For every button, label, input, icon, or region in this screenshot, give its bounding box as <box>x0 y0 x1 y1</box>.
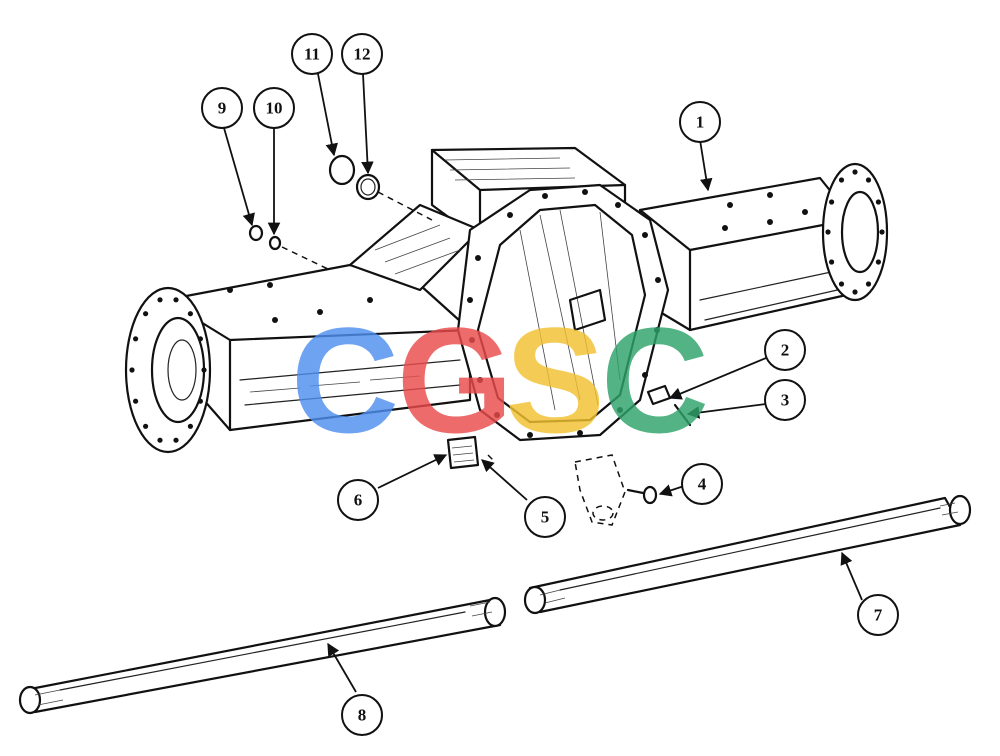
callout-11: 11 <box>291 33 333 75</box>
assembly-line-5 <box>487 454 496 463</box>
part-plug-9 <box>248 224 264 242</box>
svg-text:2: 2 <box>781 341 790 360</box>
watermark-letter: C <box>291 296 399 464</box>
flange-bolts <box>129 169 885 443</box>
part-plate-6 <box>446 435 480 470</box>
flange-bolt-hole <box>838 177 845 183</box>
flange-bolt-hole <box>143 311 149 317</box>
callout-9: 9 <box>201 87 243 129</box>
flange-bolt-hole <box>865 177 872 183</box>
svg-text:10: 10 <box>266 99 283 118</box>
flange-bolt-hole <box>129 367 135 373</box>
flange-bolt-hole <box>879 229 885 235</box>
callout-10: 10 <box>253 87 295 129</box>
flange-bolt-hole <box>829 259 835 265</box>
svg-text:11: 11 <box>304 45 320 64</box>
flange-bolt-hole <box>829 199 835 205</box>
callout-7: 7 <box>857 594 899 636</box>
flange-bolt-hole <box>173 297 179 303</box>
part-bolt-4 <box>626 485 658 505</box>
svg-text:4: 4 <box>698 475 707 494</box>
svg-text:1: 1 <box>696 113 705 132</box>
flange-bolt-hole <box>875 199 882 205</box>
part-pin-3 <box>673 403 692 427</box>
svg-text:8: 8 <box>358 706 367 725</box>
axle-shaft-left <box>18 596 507 715</box>
part-washer-10 <box>268 235 282 251</box>
watermark-letter: S <box>505 296 605 464</box>
callout-3: 3 <box>764 379 806 421</box>
part-cover-dashed <box>574 454 626 526</box>
callout-8: 8 <box>341 694 383 736</box>
svg-text:9: 9 <box>218 99 227 118</box>
callout-6: 6 <box>337 479 379 521</box>
svg-text:6: 6 <box>354 491 363 510</box>
svg-text:7: 7 <box>874 606 883 625</box>
svg-text:3: 3 <box>781 391 790 410</box>
axle-housing <box>124 146 889 454</box>
leader-lines <box>223 73 863 693</box>
svg-text:5: 5 <box>541 508 550 527</box>
flange-bolt-hole <box>133 398 139 404</box>
callout-1: 1 <box>679 101 721 143</box>
flange-bolt-hole <box>875 259 882 265</box>
watermark-letter: C <box>601 296 709 464</box>
callout-4: 4 <box>681 463 723 505</box>
axle-shaft-right <box>523 494 972 615</box>
watermark-logo: C G S C <box>291 296 709 464</box>
flange-bolt-hole <box>825 229 831 235</box>
flange-bolt-hole <box>133 336 139 342</box>
flange-bolt-hole <box>197 336 203 342</box>
flange-bolt-hole <box>143 423 149 429</box>
flange-bolt-hole <box>201 367 207 373</box>
flange-bolt-hole <box>852 289 858 295</box>
flange-bolt-hole <box>157 437 163 443</box>
flange-bolt-hole <box>157 297 163 303</box>
part-plug-11 <box>328 154 356 186</box>
flange-bolt-hole <box>197 398 203 404</box>
assembly-line-10 <box>281 246 331 271</box>
flange-bolt-hole <box>852 169 858 175</box>
svg-text:12: 12 <box>354 45 371 64</box>
callout-12: 12 <box>341 33 383 75</box>
part-ring-12 <box>355 173 381 201</box>
flange-bolt-hole <box>187 423 193 429</box>
callout-5: 5 <box>524 496 566 538</box>
flange-bolt-hole <box>173 437 179 443</box>
flange-bolt-hole <box>865 281 872 287</box>
callout-2: 2 <box>764 329 806 371</box>
watermark-letter: G <box>397 296 514 464</box>
flange-bolt-hole <box>838 281 845 287</box>
flange-bolt-hole <box>187 311 193 317</box>
